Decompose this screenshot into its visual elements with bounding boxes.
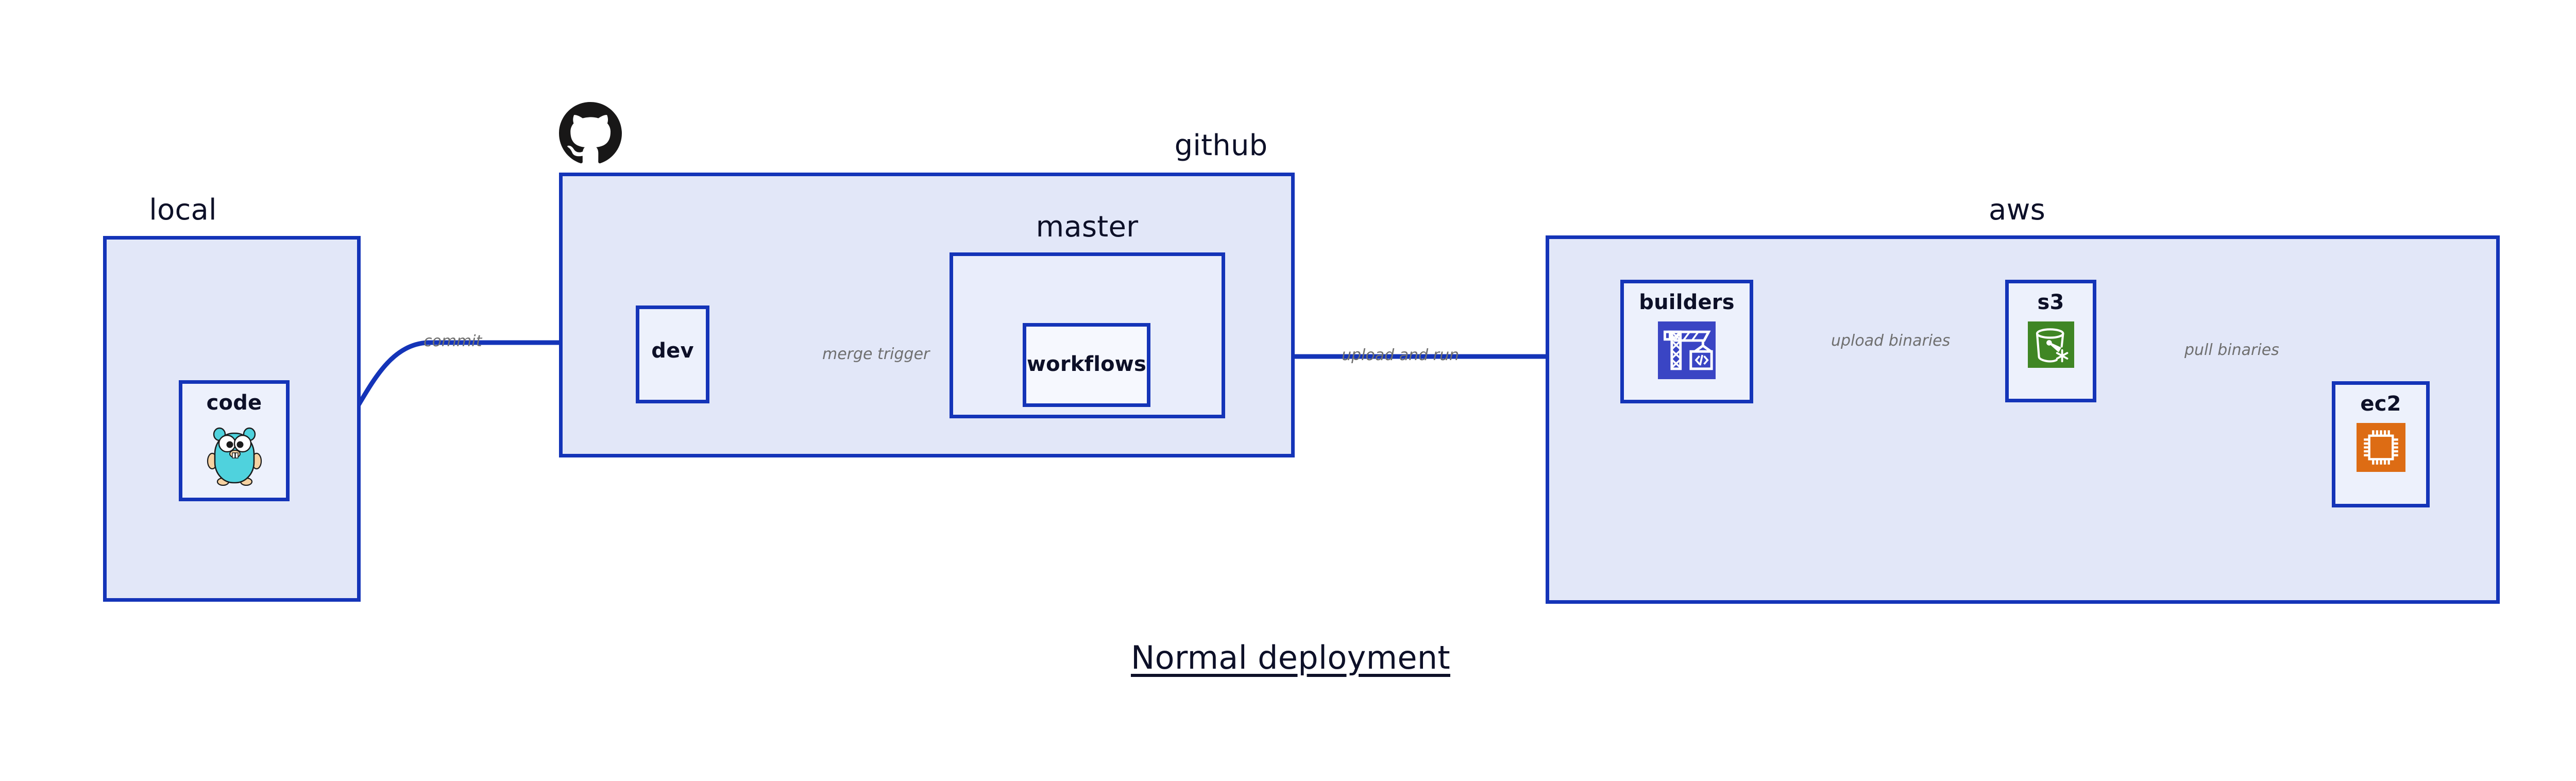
node-dev[interactable]: dev (636, 305, 709, 403)
cluster-label-aws: aws (1989, 193, 2045, 227)
cluster-label-local: local (149, 193, 217, 227)
edge-label-merge-trigger: merge trigger (822, 345, 930, 363)
edge-label-upload-binaries: upload binaries (1831, 332, 1951, 350)
node-workflows[interactable]: workflows (1023, 323, 1150, 407)
node-label-workflows: workflows (1027, 352, 1146, 376)
edge-label-upload-and-run: upload and run (1342, 346, 1460, 364)
go-gopher-icon (206, 422, 263, 488)
node-code[interactable]: code (179, 380, 290, 501)
node-label-builders: builders (1639, 291, 1735, 314)
cluster-label-master: master (1036, 210, 1139, 244)
edge-label-pull-binaries: pull binaries (2184, 341, 2279, 359)
github-octocat-logo (559, 102, 622, 167)
node-ec2[interactable]: ec2 (2332, 381, 2430, 507)
node-s3[interactable]: s3 (2005, 280, 2096, 402)
node-builders[interactable]: builders (1620, 280, 1753, 403)
node-label-code: code (206, 391, 262, 415)
edge-label-commit: commit (423, 332, 482, 350)
node-label-s3: s3 (2037, 291, 2064, 314)
aws-codebuild-crane-icon (1658, 321, 1716, 379)
aws-s3-bucket-icon (2027, 321, 2074, 368)
node-label-dev: dev (651, 339, 694, 363)
aws-ec2-chip-icon (2356, 423, 2405, 472)
cluster-local (103, 236, 361, 602)
node-label-ec2: ec2 (2360, 392, 2401, 416)
cluster-label-github: github (1174, 129, 1268, 162)
diagram-title: Normal deployment (1131, 639, 1450, 676)
